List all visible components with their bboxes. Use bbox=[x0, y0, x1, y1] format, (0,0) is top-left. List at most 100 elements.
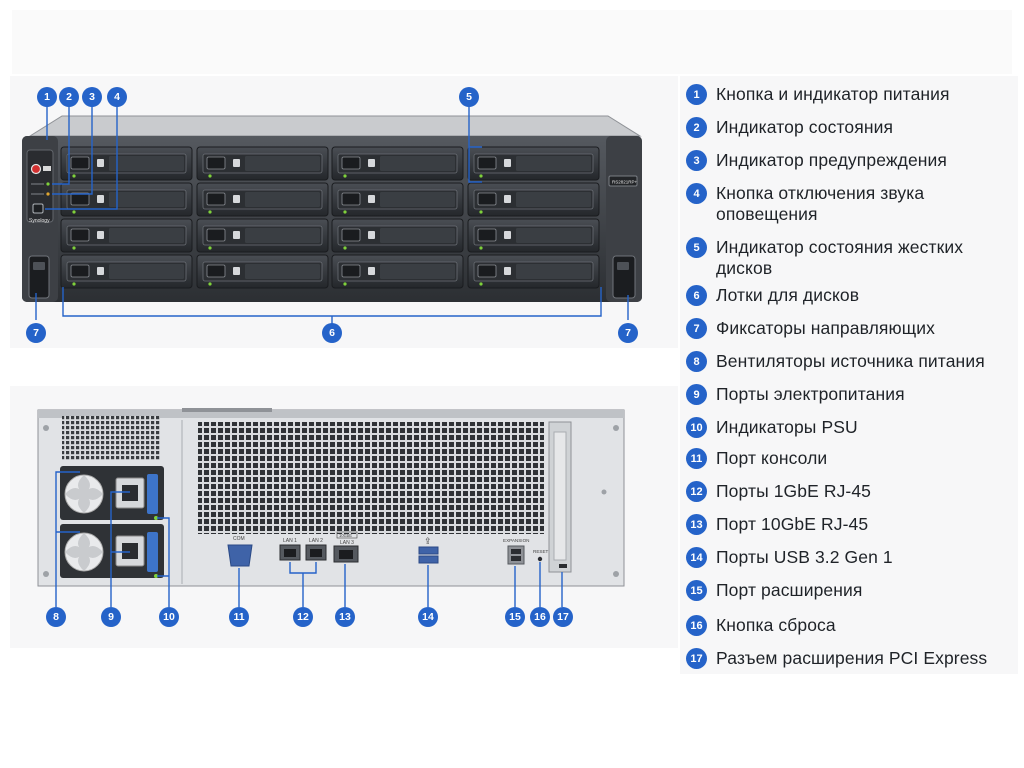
drive-tray[interactable] bbox=[196, 254, 329, 289]
com-port[interactable] bbox=[227, 544, 253, 567]
power-button[interactable] bbox=[30, 163, 42, 175]
legend-text: Лотки для дисков bbox=[716, 285, 860, 305]
legend-text: Порты 1GbE RJ-45 bbox=[716, 481, 872, 501]
drive-status-led bbox=[208, 282, 212, 286]
svg-text:5: 5 bbox=[466, 91, 472, 103]
legend-text: Индикаторы PSU bbox=[716, 417, 858, 437]
drive-tray[interactable] bbox=[467, 254, 600, 289]
legend-text: Разъем расширения PCI Express bbox=[716, 648, 988, 668]
drive-bay-grid bbox=[60, 146, 600, 289]
marker-15: 15 bbox=[505, 607, 525, 627]
psu-led-2 bbox=[154, 574, 158, 578]
lan3-speed-label: 10GbE bbox=[339, 533, 352, 538]
marker-11: 11 bbox=[229, 607, 249, 627]
legend-number-badge: 5 bbox=[686, 237, 707, 258]
drive-tray[interactable] bbox=[60, 218, 193, 253]
svg-text:15: 15 bbox=[509, 611, 521, 623]
rear-view-diagram: COM LAN 1 LAN 2 10GbE LAN 3 ⇪ EXPANSION … bbox=[37, 408, 625, 627]
legend-number-badge: 7 bbox=[686, 318, 707, 339]
marker-6: 6 bbox=[322, 323, 342, 343]
drive-status-led bbox=[479, 210, 483, 214]
drive-tray[interactable] bbox=[196, 146, 329, 181]
legend-item: 2 Индикатор состояния bbox=[686, 117, 1016, 138]
svg-text:2: 2 bbox=[66, 91, 72, 103]
svg-text:17: 17 bbox=[557, 611, 569, 623]
front-view-diagram: Synology RS2821RP+ 1 2 3 4 5 6 7 7 bbox=[22, 87, 642, 343]
drive-tray[interactable] bbox=[331, 182, 464, 217]
marker-1: 1 bbox=[37, 87, 57, 107]
drive-status-led bbox=[72, 210, 76, 214]
legend-text: Порт 10GbE RJ-45 bbox=[716, 514, 869, 534]
psu-module-2[interactable] bbox=[60, 524, 164, 578]
marker-12: 12 bbox=[293, 607, 313, 627]
marker-2: 2 bbox=[59, 87, 79, 107]
svg-text:11: 11 bbox=[233, 611, 244, 623]
drive-status-led bbox=[72, 282, 76, 286]
legend-number-badge: 3 bbox=[686, 150, 707, 171]
legend-item: 12 Порты 1GbE RJ-45 bbox=[686, 481, 1016, 502]
legend-number-badge: 14 bbox=[686, 547, 707, 568]
marker-7-right: 7 bbox=[618, 323, 638, 343]
drive-status-led bbox=[479, 282, 483, 286]
legend-number-badge: 2 bbox=[686, 117, 707, 138]
usb-port-1[interactable] bbox=[418, 546, 439, 555]
drive-status-led bbox=[343, 282, 347, 286]
expansion-port[interactable] bbox=[507, 545, 525, 565]
psu-handle-2[interactable] bbox=[147, 532, 158, 572]
main-vent-grill bbox=[198, 422, 544, 534]
legend-number-badge: 12 bbox=[686, 481, 707, 502]
legend-text: Вентиляторы источника питания bbox=[716, 351, 985, 371]
legend-text: Индикатор состояния bbox=[716, 117, 894, 137]
beep-off-button[interactable] bbox=[32, 203, 44, 214]
drive-tray[interactable] bbox=[60, 146, 193, 181]
legend-text: Кнопка сброса bbox=[716, 615, 836, 635]
expansion-label: EXPANSION bbox=[503, 538, 529, 543]
drive-tray[interactable] bbox=[467, 218, 600, 253]
svg-text:7: 7 bbox=[625, 327, 631, 339]
legend-number-badge: 9 bbox=[686, 384, 707, 405]
drive-status-led bbox=[208, 246, 212, 250]
legend-text: Фиксаторы направляющих bbox=[716, 318, 935, 338]
reset-button[interactable] bbox=[537, 556, 543, 562]
legend-text: Кнопка отключения звука оповещения bbox=[716, 183, 925, 224]
marker-14: 14 bbox=[418, 607, 438, 627]
drive-tray[interactable] bbox=[60, 254, 193, 289]
drive-tray[interactable] bbox=[331, 254, 464, 289]
drive-tray[interactable] bbox=[331, 218, 464, 253]
reset-label: RESET bbox=[533, 549, 549, 554]
drive-tray[interactable] bbox=[467, 146, 600, 181]
legend-number-badge: 6 bbox=[686, 285, 707, 306]
marker-10: 10 bbox=[159, 607, 179, 627]
marker-7-left: 7 bbox=[26, 323, 46, 343]
drive-status-led bbox=[72, 174, 76, 178]
drive-status-led bbox=[343, 246, 347, 250]
drive-tray[interactable] bbox=[60, 182, 193, 217]
drive-tray[interactable] bbox=[467, 182, 600, 217]
marker-4: 4 bbox=[107, 87, 127, 107]
legend-text: Порт консоли bbox=[716, 448, 828, 468]
legend-number-badge: 17 bbox=[686, 648, 707, 669]
psu-module-1[interactable] bbox=[60, 466, 164, 520]
brand-logo: Synology bbox=[29, 218, 50, 224]
drive-tray[interactable] bbox=[196, 218, 329, 253]
legend-text: Кнопка и индикатор питания bbox=[716, 84, 950, 104]
model-label: RS2821RP+ bbox=[612, 180, 638, 185]
status-led bbox=[46, 182, 50, 186]
psu-handle-1[interactable] bbox=[147, 474, 158, 514]
usb-icon: ⇪ bbox=[424, 536, 432, 546]
legend-item: 6 Лотки для дисков bbox=[686, 285, 1016, 306]
psu-led-1 bbox=[154, 516, 158, 520]
lan1-label: LAN 1 bbox=[283, 538, 297, 544]
legend-panel bbox=[680, 76, 1018, 674]
drive-tray[interactable] bbox=[331, 146, 464, 181]
legend-item: 14 Порты USB 3.2 Gen 1 bbox=[686, 547, 1016, 568]
legend-text: Порты USB 3.2 Gen 1 bbox=[716, 547, 893, 567]
usb-port-2[interactable] bbox=[418, 555, 439, 564]
drive-tray[interactable] bbox=[196, 182, 329, 217]
svg-text:3: 3 bbox=[89, 91, 95, 103]
